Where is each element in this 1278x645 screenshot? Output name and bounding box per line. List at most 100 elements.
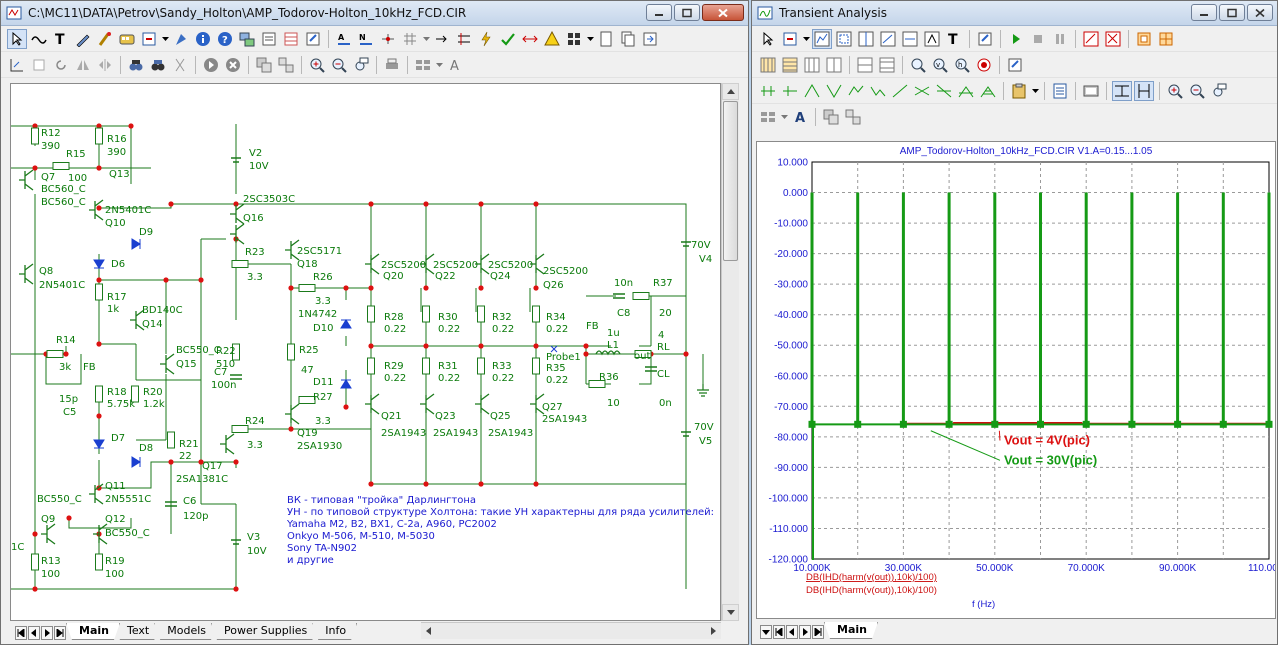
schematic-vertical-scrollbar[interactable] — [721, 83, 739, 621]
tab-info[interactable]: Info — [312, 623, 357, 640]
fft2-button[interactable] — [1103, 29, 1123, 49]
stop-button[interactable] — [1028, 29, 1048, 49]
clipboard-button[interactable] — [1009, 81, 1029, 101]
high-next-button[interactable] — [846, 81, 866, 101]
rotate-button[interactable] — [51, 55, 71, 75]
attr-text-button[interactable]: A — [334, 29, 354, 49]
tab-power-supplies[interactable]: Power Supplies — [211, 623, 318, 640]
bus-tool-button[interactable] — [117, 29, 137, 49]
tab-first-button[interactable] — [15, 626, 27, 640]
tab-prev-button[interactable] — [786, 625, 798, 639]
text-tool-button[interactable]: T — [51, 29, 71, 49]
low-button[interactable] — [974, 55, 994, 75]
tab-models[interactable]: Models — [154, 623, 217, 640]
edit-button[interactable] — [259, 29, 279, 49]
layout-1-button[interactable] — [758, 55, 778, 75]
component-dropdown-arrow[interactable] — [161, 30, 169, 48]
tab-last-button[interactable] — [812, 625, 824, 639]
scroll-down-arrow[interactable] — [722, 604, 739, 621]
grid2-button[interactable] — [564, 29, 584, 49]
print-button[interactable] — [382, 55, 402, 75]
component-tool-button[interactable] — [139, 29, 159, 49]
grid2-dropdown-arrow[interactable] — [586, 30, 594, 48]
layout-2-button[interactable] — [780, 55, 800, 75]
close-button[interactable] — [702, 4, 744, 21]
notes-button[interactable] — [1050, 81, 1070, 101]
minimize-button[interactable] — [1191, 4, 1217, 21]
low-next-button[interactable] — [868, 81, 888, 101]
cross-button[interactable] — [454, 29, 474, 49]
step-button[interactable] — [432, 29, 452, 49]
scroll-thumb[interactable] — [723, 101, 738, 261]
tab-main[interactable]: Main — [66, 623, 120, 640]
tab-main[interactable]: Main — [824, 622, 878, 639]
zoom-in-button[interactable] — [1165, 81, 1185, 101]
help-button[interactable]: ? — [215, 29, 235, 49]
layout-5-button[interactable] — [855, 55, 875, 75]
layout-dropdown-arrow[interactable] — [780, 108, 788, 126]
group-button[interactable] — [254, 55, 274, 75]
top-button[interactable] — [956, 81, 976, 101]
layout-6-button[interactable] — [877, 55, 897, 75]
high-button[interactable]: h — [952, 55, 972, 75]
grid-dropdown-arrow[interactable] — [422, 30, 430, 48]
tab-text[interactable]: Text — [114, 623, 160, 640]
select-tool-button[interactable] — [7, 28, 27, 49]
origin-button[interactable] — [7, 55, 27, 75]
minimize-button[interactable] — [646, 4, 672, 21]
valley-button[interactable]: v — [930, 55, 950, 75]
flag-tool-button[interactable] — [95, 29, 115, 49]
pause-button[interactable] — [1050, 29, 1070, 49]
ungroup-button[interactable] — [843, 107, 863, 127]
find-button[interactable] — [126, 55, 146, 75]
zoom-out-button[interactable] — [329, 55, 349, 75]
cursor-mode-button[interactable] — [856, 29, 876, 49]
grid-button[interactable] — [1156, 29, 1176, 49]
warning-button[interactable] — [542, 29, 562, 49]
layout-button[interactable] — [413, 55, 433, 75]
tab-last-button[interactable] — [54, 626, 66, 640]
check-button[interactable] — [498, 29, 518, 49]
horizontal-tag-button[interactable] — [900, 29, 920, 49]
select-tool-button[interactable] — [758, 29, 778, 49]
graphics-button[interactable] — [922, 29, 942, 49]
layout-dropdown-arrow[interactable] — [435, 56, 443, 74]
component-tool-button[interactable] — [780, 29, 800, 49]
zoom-fit-button[interactable] — [351, 55, 371, 75]
font-button[interactable]: A — [790, 107, 810, 127]
text-tool-button[interactable]: T — [944, 29, 964, 49]
cursor-left-button[interactable] — [758, 81, 778, 101]
global-high-button[interactable] — [912, 81, 932, 101]
global-low-button[interactable] — [934, 81, 954, 101]
zoom-in-button[interactable] — [307, 55, 327, 75]
table-button[interactable] — [281, 29, 301, 49]
same-y-scale-button[interactable] — [1112, 80, 1132, 101]
group-button[interactable] — [821, 107, 841, 127]
component-dropdown-arrow[interactable] — [802, 30, 810, 48]
clipboard-dropdown-arrow[interactable] — [1031, 82, 1039, 100]
close-button[interactable] — [1247, 4, 1273, 21]
cut-button[interactable] — [170, 55, 190, 75]
frame-button[interactable] — [1134, 29, 1154, 49]
attributes-button[interactable] — [237, 29, 257, 49]
cursor-right-button[interactable] — [780, 81, 800, 101]
find-next-button[interactable] — [148, 55, 168, 75]
flag-button[interactable] — [171, 29, 191, 49]
properties-button[interactable] — [975, 29, 995, 49]
layout-3-button[interactable] — [802, 55, 822, 75]
stop-button[interactable] — [223, 55, 243, 75]
font-button[interactable]: A — [445, 55, 465, 75]
maximize-button[interactable] — [674, 4, 700, 21]
peak-button[interactable] — [908, 55, 928, 75]
probe-button[interactable] — [476, 29, 496, 49]
zoom-box-button[interactable] — [834, 29, 854, 49]
export-button[interactable] — [640, 29, 660, 49]
fft-button[interactable] — [1081, 29, 1101, 49]
layout-4-button[interactable] — [824, 55, 844, 75]
tab-next-button[interactable] — [799, 625, 811, 639]
run-button[interactable] — [1006, 29, 1026, 49]
scroll-up-arrow[interactable] — [722, 83, 739, 100]
same-x-scale-button[interactable] — [1134, 80, 1154, 101]
bottom-button[interactable] — [978, 81, 998, 101]
